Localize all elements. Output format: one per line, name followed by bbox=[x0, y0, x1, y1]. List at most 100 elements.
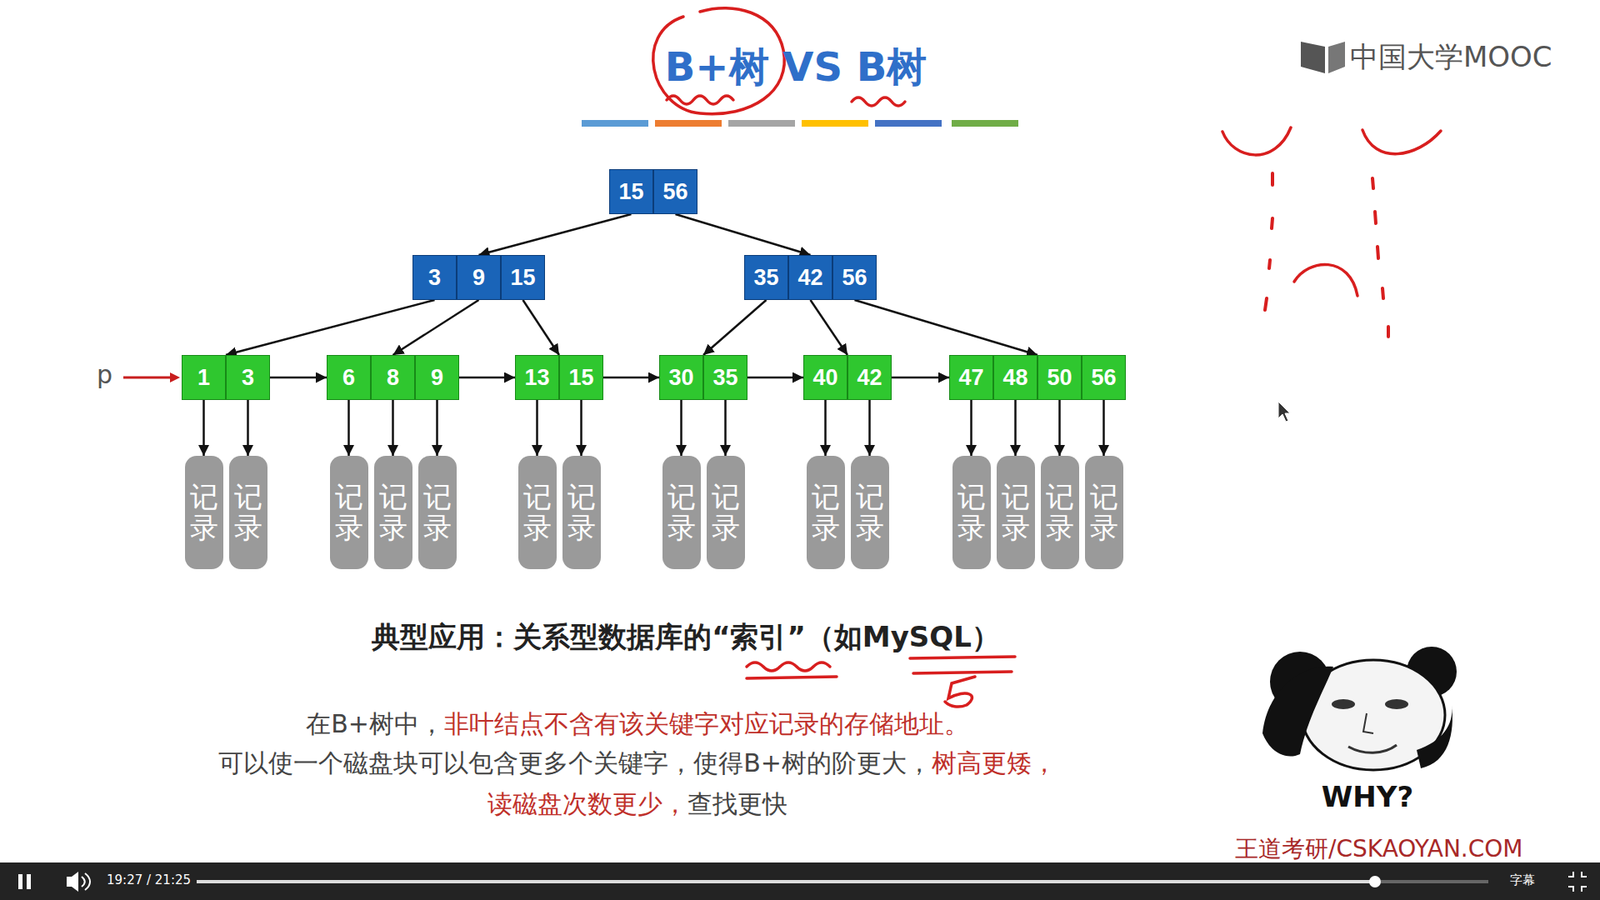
key-cell: 8 bbox=[370, 355, 415, 400]
key-cell: 13 bbox=[515, 355, 560, 400]
record-box: 记录 bbox=[229, 455, 268, 570]
text-line: 可以使一个磁盘块可以包含更多个关键字，使得B+树的阶更大，树高更矮， bbox=[137, 746, 1138, 780]
record-box: 记录 bbox=[374, 455, 413, 570]
leaf-link-arrow bbox=[891, 376, 950, 380]
key-cell: 50 bbox=[1037, 355, 1082, 400]
record-box: 记录 bbox=[185, 455, 224, 570]
leaf-link-arrow bbox=[270, 376, 327, 380]
record-pointer bbox=[1014, 400, 1017, 456]
leaf-link-arrow bbox=[603, 376, 660, 380]
record-text: 记录 bbox=[1001, 481, 1030, 545]
body-text: 在B+树中， bbox=[305, 709, 445, 739]
key-cell: 40 bbox=[803, 355, 848, 400]
key-cell: 9 bbox=[415, 355, 460, 400]
record-box: 记录 bbox=[806, 455, 845, 570]
leaf-link-arrow bbox=[747, 376, 804, 380]
tree-edge bbox=[523, 300, 560, 355]
record-box: 记录 bbox=[850, 455, 890, 570]
record-text: 记录 bbox=[855, 481, 885, 545]
title-bars bbox=[581, 120, 1019, 127]
key-cell: 35 bbox=[744, 255, 789, 300]
leaf-node: 47485056 bbox=[949, 355, 1126, 400]
key-cell: 42 bbox=[847, 355, 892, 400]
record-pointer bbox=[347, 400, 350, 456]
key-cell: 47 bbox=[949, 355, 994, 400]
panda-meme bbox=[1262, 646, 1457, 770]
record-pointer bbox=[580, 400, 583, 456]
key-cell: 1 bbox=[181, 355, 226, 400]
highlight-text: 非叶结点不含有该关键字对应记录的存储地址。 bbox=[444, 709, 970, 739]
record-box: 记录 bbox=[662, 455, 701, 570]
record-text: 记录 bbox=[957, 481, 986, 545]
leaf-node: 1315 bbox=[515, 355, 604, 400]
pointer-label: p bbox=[96, 360, 113, 390]
record-text: 记录 bbox=[190, 481, 219, 545]
record-pointer bbox=[391, 400, 395, 456]
key-cell: 42 bbox=[788, 255, 833, 300]
tree-edge bbox=[675, 214, 811, 255]
time-display: 19:27 / 21:25 bbox=[106, 872, 191, 888]
record-text: 记录 bbox=[423, 481, 452, 545]
key-cell: 30 bbox=[659, 355, 704, 400]
record-pointer bbox=[435, 400, 439, 456]
record-pointer bbox=[202, 400, 205, 456]
body-text: 可以使一个磁盘块可以包含更多个关键字，使得B+树的阶更大， bbox=[218, 748, 932, 778]
logo-text: 中国大学MOOC bbox=[1350, 38, 1553, 77]
record-text: 记录 bbox=[523, 481, 552, 545]
key-cell: 48 bbox=[993, 355, 1038, 400]
record-box: 记录 bbox=[952, 455, 991, 570]
key-cell: 9 bbox=[456, 255, 501, 300]
record-pointer bbox=[724, 400, 727, 456]
leaf-link-arrow bbox=[459, 376, 515, 380]
highlight-text: 树高更矮， bbox=[931, 748, 1057, 778]
body-text: 查找更快 bbox=[687, 789, 788, 819]
text-line: 在B+树中，非叶结点不含有该关键字对应记录的存储地址。 bbox=[137, 707, 1138, 741]
record-pointer bbox=[1102, 400, 1105, 456]
pointer-arrow bbox=[123, 372, 180, 383]
record-pointer bbox=[1058, 400, 1061, 456]
record-box: 记录 bbox=[1085, 455, 1124, 570]
leaf-node: 13 bbox=[181, 355, 270, 400]
slide-title: B+树 VS B树 bbox=[612, 41, 980, 92]
index-node: 1556 bbox=[609, 169, 698, 215]
record-box: 记录 bbox=[330, 455, 369, 570]
subtitle-button: 字幕 bbox=[1510, 872, 1535, 889]
record-box: 记录 bbox=[1040, 455, 1080, 570]
key-cell: 56 bbox=[832, 255, 877, 300]
tree-edge bbox=[479, 214, 632, 255]
key-cell: 3 bbox=[412, 255, 457, 300]
key-cell: 35 bbox=[703, 355, 748, 400]
watermark: 王道考研/CSKAOYAN.COM bbox=[1235, 833, 1523, 865]
record-box: 记录 bbox=[706, 455, 745, 570]
tree-edge bbox=[225, 300, 435, 355]
key-cell: 3 bbox=[225, 355, 270, 400]
hand-annotation bbox=[653, 8, 1441, 707]
tree-edge bbox=[810, 300, 849, 355]
index-node: 3915 bbox=[412, 255, 545, 300]
record-text: 记录 bbox=[234, 481, 263, 545]
mooc-logo-icon bbox=[1300, 41, 1345, 74]
key-cell: 15 bbox=[609, 169, 654, 215]
application-note: 典型应用：关系型数据库的“索引”（如MySQL） bbox=[227, 618, 1145, 657]
highlight-text: 读磁盘次数更少， bbox=[487, 789, 688, 819]
record-pointer bbox=[680, 400, 683, 456]
key-cell: 15 bbox=[500, 255, 545, 300]
tree-edge bbox=[703, 300, 767, 355]
tree-edge bbox=[855, 300, 1039, 355]
record-box: 记录 bbox=[562, 455, 601, 570]
tree-edge bbox=[393, 300, 480, 355]
record-text: 记录 bbox=[711, 481, 740, 545]
leaf-node: 689 bbox=[326, 355, 460, 400]
key-cell: 56 bbox=[653, 169, 698, 215]
leaf-node: 4042 bbox=[803, 355, 892, 400]
key-cell: 56 bbox=[1081, 355, 1126, 400]
record-text: 记录 bbox=[379, 481, 408, 545]
record-pointer bbox=[535, 400, 539, 456]
video-player-bar bbox=[0, 862, 1600, 900]
record-pointer bbox=[824, 400, 827, 456]
record-text: 记录 bbox=[1045, 481, 1075, 545]
record-pointer bbox=[970, 400, 973, 456]
index-node: 354256 bbox=[744, 255, 877, 300]
record-text: 记录 bbox=[811, 481, 840, 545]
